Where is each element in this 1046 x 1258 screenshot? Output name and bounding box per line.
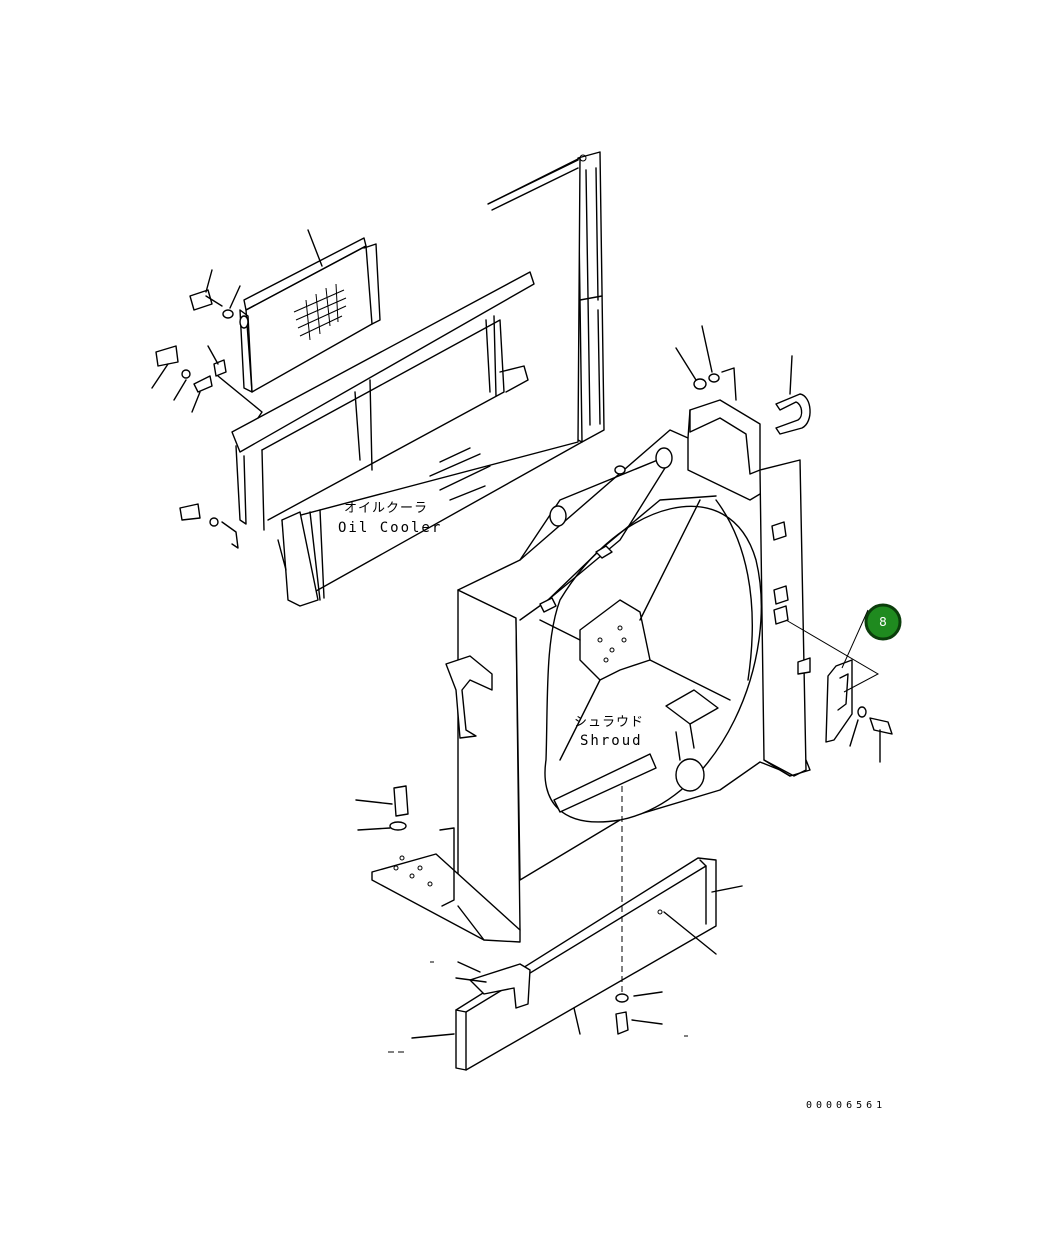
shroud-label-en: Shroud: [580, 733, 643, 749]
drawing-code: 00006561: [806, 1100, 886, 1111]
shroud-label-jp: シュラウド: [574, 715, 644, 730]
oil-cooler-assembly: [151, 151, 605, 607]
callout-8[interactable]: 8: [864, 603, 902, 641]
shroud-assembly: [371, 399, 811, 943]
callout-circle[interactable]: [864, 603, 902, 641]
side-plate-assembly: [785, 609, 893, 763]
oil-cooler-label-jp: オイルクーラ: [344, 501, 428, 516]
base-bolt-hardware: [355, 785, 409, 831]
lower-beam-assembly: [388, 786, 743, 1071]
oil-cooler-label-en: Oil Cooler: [338, 520, 442, 536]
upper-right-hardware: [675, 325, 811, 435]
